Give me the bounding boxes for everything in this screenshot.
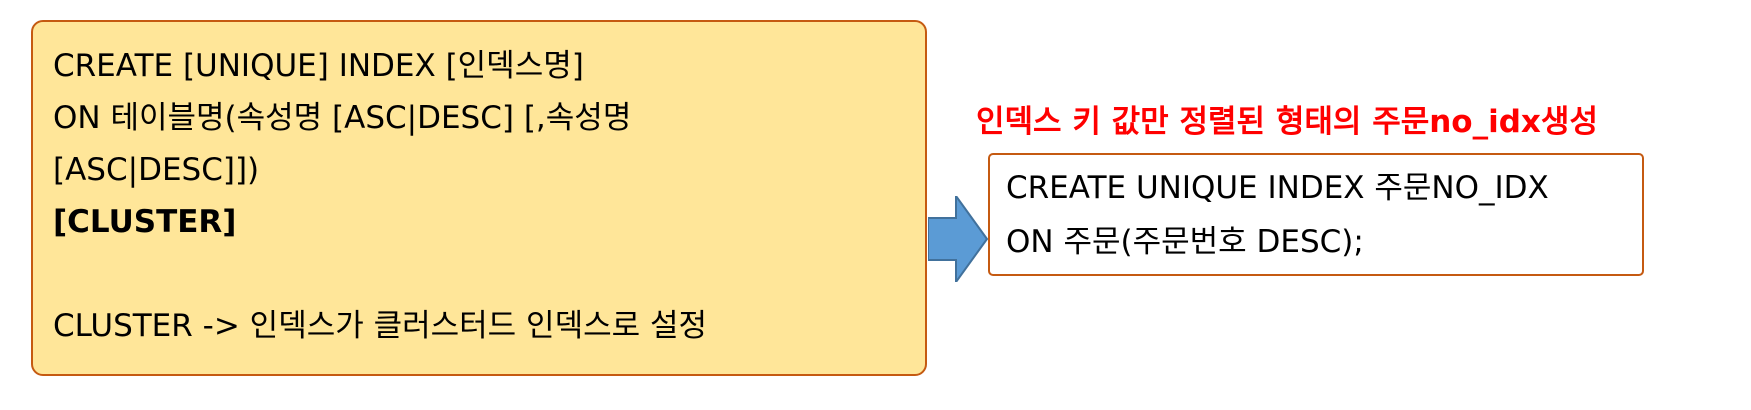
syntax-line-cluster-note: CLUSTER -> 인덱스가 클러스터드 인덱스로 설정 <box>53 308 708 344</box>
example-line-create: CREATE UNIQUE INDEX 주문NO_IDX <box>1006 170 1549 206</box>
right-arrow-icon <box>928 196 988 282</box>
example-line-on: ON 주문(주문번호 DESC); <box>1006 224 1364 260</box>
right-arrow-shape <box>928 196 988 282</box>
syntax-line-create: CREATE [UNIQUE] INDEX [인덱스명] <box>53 48 584 84</box>
index-example-box: CREATE UNIQUE INDEX 주문NO_IDX ON 주문(주문번호 … <box>988 153 1644 276</box>
syntax-blank-line <box>53 248 907 300</box>
syntax-line-order: [ASC|DESC]]) <box>53 152 260 188</box>
syntax-line-cluster: [CLUSTER] <box>53 204 237 240</box>
index-syntax-box: CREATE [UNIQUE] INDEX [인덱스명] ON 테이블명(속성명… <box>31 20 927 376</box>
example-caption: 인덱스 키 값만 정렬된 형태의 주문no_idx생성 <box>976 104 1598 140</box>
syntax-line-on: ON 테이블명(속성명 [ASC|DESC] [,속성명 <box>53 100 632 136</box>
